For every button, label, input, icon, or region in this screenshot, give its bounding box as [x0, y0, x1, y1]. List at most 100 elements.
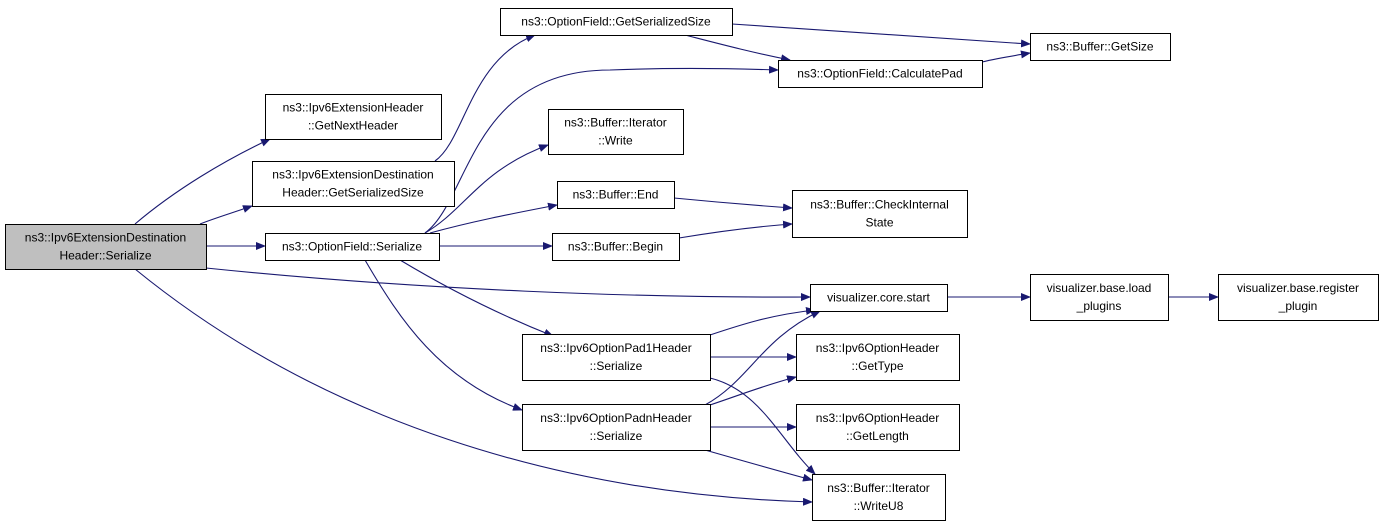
node-label-line: ns3::Ipv6ExtensionDestination: [25, 231, 186, 245]
node-label-line: ::GetType: [851, 359, 903, 373]
node-label-line: ns3::OptionField::Serialize: [282, 240, 422, 254]
node-box[interactable]: [778, 60, 983, 88]
node-label-line: ns3::Buffer::GetSize: [1046, 40, 1153, 54]
node-box[interactable]: [522, 404, 711, 451]
node-loadPlugins[interactable]: visualizer.base.load _plugins: [1030, 274, 1169, 321]
node-box[interactable]: [265, 94, 442, 140]
edge-padnSerialize-to-coreStart: [704, 310, 821, 406]
node-optionFieldSerialize[interactable]: ns3::OptionField::Serialize: [265, 233, 440, 261]
edge-arrow: [981, 50, 1031, 63]
edge-arrow: [424, 144, 549, 234]
node-coreStart[interactable]: visualizer.core.start: [810, 284, 948, 312]
edge-arrow: [709, 307, 816, 336]
edge-arrow: [205, 267, 811, 302]
edge-arrow: [134, 138, 271, 225]
edge-padnSerialize-to-writeU8: [704, 449, 813, 482]
node-label-line: Header::GetSerializedSize: [282, 186, 424, 200]
node-padnSerialize[interactable]: ns3::Ipv6OptionPadnHeader::Serialize: [522, 404, 711, 451]
node-box[interactable]: [1030, 33, 1171, 61]
node-calculatePad[interactable]: ns3::OptionField::CalculatePad: [778, 60, 983, 88]
edge-arrow: [704, 449, 813, 482]
edge-pad1Serialize-to-writeU8: [709, 377, 816, 475]
edge-optionFieldSerialize-to-iteratorWrite: [424, 144, 549, 234]
node-bufferGetSize[interactable]: ns3::Buffer::GetSize: [1030, 33, 1171, 61]
edge-bufferEnd-to-checkInternalState: [673, 197, 793, 212]
node-destGetSerializedSize[interactable]: ns3::Ipv6ExtensionDestinationHeader::Get…: [252, 161, 455, 207]
edge-arrow: [678, 220, 793, 239]
edge-arrow: [399, 259, 554, 337]
edge-bufferBegin-to-checkInternalState: [678, 220, 793, 239]
node-optionFieldGetSerializedSize[interactable]: ns3::OptionField::GetSerializedSize: [500, 8, 733, 36]
edge-root-to-getNextHeader: [134, 138, 271, 225]
node-writeU8[interactable]: ns3::Buffer::Iterator::WriteU8: [812, 474, 946, 521]
node-bufferBegin[interactable]: ns3::Buffer::Begin: [552, 233, 680, 261]
edge-arrow: [199, 205, 253, 225]
edge-arrow: [684, 34, 791, 63]
node-label-line: ::GetNextHeader: [308, 119, 398, 133]
node-box[interactable]: [792, 190, 968, 238]
edge-optionFieldGetSerializedSize-to-bufferGetSize: [731, 23, 1031, 48]
node-box[interactable]: [5, 224, 207, 270]
node-box[interactable]: [1218, 274, 1379, 321]
node-label-line: ns3::Buffer::Begin: [568, 240, 663, 254]
edge-optionFieldSerialize-to-bufferEnd: [429, 202, 558, 234]
node-box[interactable]: [1030, 274, 1169, 321]
edge-root-to-destGetSerializedSize: [199, 205, 253, 225]
node-label-line: ns3::OptionField::CalculatePad: [797, 67, 962, 81]
node-label-line: ns3::Ipv6OptionPad1Header: [540, 341, 691, 355]
node-box[interactable]: [265, 233, 440, 261]
node-label-line: _plugins: [1076, 299, 1122, 313]
edge-optionFieldSerialize-to-pad1Serialize: [399, 259, 554, 337]
node-label-line: ns3::Buffer::End: [573, 188, 659, 202]
node-box[interactable]: [552, 233, 680, 261]
node-box[interactable]: [548, 109, 684, 155]
edge-destGetSerializedSize-to-optionFieldGetSerializedSize: [434, 34, 536, 162]
edge-arrow: [709, 377, 816, 475]
node-getNextHeader[interactable]: ns3::Ipv6ExtensionHeader::GetNextHeader: [265, 94, 442, 140]
node-getType[interactable]: ns3::Ipv6OptionHeader::GetType: [796, 334, 960, 381]
node-label-line: ns3::Ipv6OptionHeader: [816, 341, 939, 355]
node-label-line: ::WriteU8: [854, 499, 904, 513]
node-getLength[interactable]: ns3::Ipv6OptionHeader::GetLength: [796, 404, 960, 451]
node-label-line: ns3::Buffer::Iterator: [564, 116, 667, 130]
node-box[interactable]: [810, 284, 948, 312]
node-label-line: State: [865, 216, 893, 230]
edge-arrow: [709, 375, 797, 406]
node-root[interactable]: ns3::Ipv6ExtensionDestinationHeader::Ser…: [5, 224, 207, 270]
node-bufferEnd[interactable]: ns3::Buffer::End: [557, 181, 675, 209]
node-label-line: ns3::OptionField::GetSerializedSize: [521, 15, 711, 29]
node-box[interactable]: [812, 474, 946, 521]
node-label-line: ::GetLength: [846, 429, 909, 443]
node-label-line: ::Write: [598, 134, 633, 148]
node-box[interactable]: [500, 8, 733, 36]
edge-root-to-writeU8: [134, 268, 813, 506]
node-iteratorWrite[interactable]: ns3::Buffer::Iterator::Write: [548, 109, 684, 155]
node-label-line: ns3::Ipv6ExtensionHeader: [283, 101, 424, 115]
node-label-line: ns3::Ipv6ExtensionDestination: [272, 168, 433, 182]
edge-calculatePad-to-bufferGetSize: [981, 50, 1031, 63]
edge-arrow: [134, 268, 813, 506]
edge-arrow: [434, 34, 536, 162]
node-box[interactable]: [796, 334, 960, 381]
edge-arrow: [731, 23, 1031, 48]
edge-arrow: [364, 259, 523, 411]
edge-arrow: [673, 197, 793, 212]
node-registerPlugin[interactable]: visualizer.base.register _plugin: [1218, 274, 1379, 321]
node-pad1Serialize[interactable]: ns3::Ipv6OptionPad1Header::Serialize: [522, 334, 711, 381]
node-label-line: visualizer.core.start: [827, 291, 930, 305]
node-label-line: visualizer.base.register: [1237, 281, 1359, 295]
node-label-line: ::Serialize: [590, 359, 643, 373]
edge-pad1Serialize-to-coreStart: [709, 307, 816, 336]
node-label-line: ns3::Buffer::CheckInternal: [810, 198, 949, 212]
node-label-line: _plugin: [1278, 299, 1318, 313]
edge-padnSerialize-to-getType: [709, 375, 797, 406]
node-box[interactable]: [522, 334, 711, 381]
node-label-line: Header::Serialize: [59, 249, 151, 263]
node-box[interactable]: [796, 404, 960, 451]
node-box[interactable]: [557, 181, 675, 209]
node-label-line: visualizer.base.load: [1047, 281, 1152, 295]
node-box[interactable]: [252, 161, 455, 207]
edge-optionFieldSerialize-to-padnSerialize: [364, 259, 523, 411]
